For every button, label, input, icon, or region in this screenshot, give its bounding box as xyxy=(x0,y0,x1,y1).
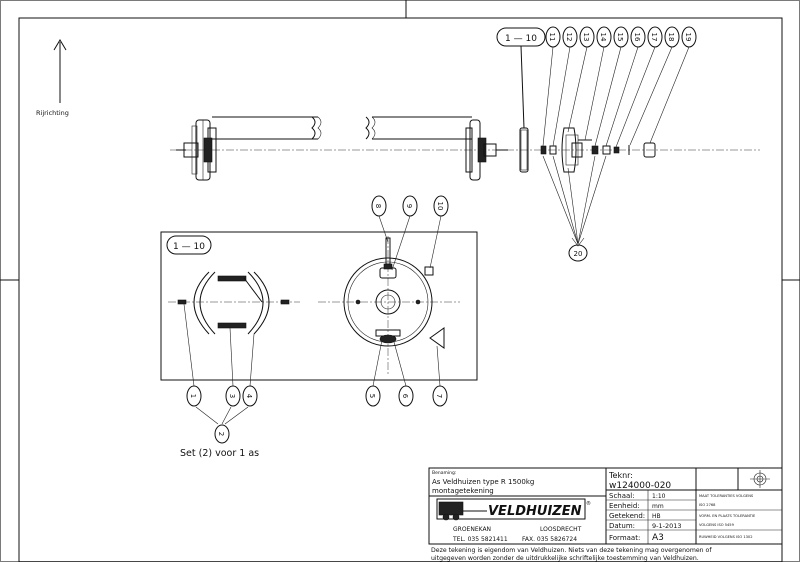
balloon-12: 12 xyxy=(552,26,578,147)
balloon-7: 7 xyxy=(432,345,448,407)
balloon-16: 16 xyxy=(605,26,646,147)
balloon-20-text: 20 xyxy=(574,250,583,258)
balloon-17-text: 17 xyxy=(650,33,658,42)
balloon-19: 19 xyxy=(649,26,697,144)
balloon-14-text: 14 xyxy=(599,33,607,42)
projection-symbol-icon xyxy=(750,470,770,488)
eenheid-value: mm xyxy=(652,503,664,510)
balloon-group-11-19: 11 12 13 14 15 16 17 xyxy=(542,26,697,148)
balloon-2-text: 2 xyxy=(217,432,225,436)
balloon-10: 10 xyxy=(429,195,449,269)
balloon-3: 3 xyxy=(225,327,241,407)
brake-backplate-drawing xyxy=(318,236,460,376)
city-right: LOOSDRECHT xyxy=(540,526,582,533)
balloon-5-text: 5 xyxy=(368,394,376,398)
footer-disclaimer-1: Deze tekening is eigendom van Veldhuizen… xyxy=(431,547,712,554)
phone-number: TEL. 035 5821411 xyxy=(452,536,508,543)
tolerance-line2-std: VOLGENS ISO 5459 xyxy=(699,523,735,527)
tolerance-line2: VORM- EN PLAATS TOLERANTIE xyxy=(699,514,756,518)
tekenr-label: Teknr: xyxy=(608,471,633,480)
datum-label: Datum: xyxy=(609,522,635,530)
balloon-11-text: 11 xyxy=(548,33,556,42)
schaal-label: Schaal: xyxy=(609,492,635,500)
balloon-range-top-text: 1 — 10 xyxy=(505,34,537,44)
balloon-6: 6 xyxy=(393,341,414,407)
schaal-value: 1:10 xyxy=(652,493,666,500)
balloon-19-text: 19 xyxy=(684,33,692,42)
balloon-4: 4 xyxy=(242,333,258,407)
balloon-9-text: 9 xyxy=(405,204,413,208)
balloon-1: 1 xyxy=(183,303,202,407)
axle-top-view xyxy=(170,116,760,181)
set-note: Set (2) voor 1 as xyxy=(180,448,259,459)
benaming-line2: montagetekening xyxy=(432,487,494,495)
tolerance-line3: RUWHEID VOLGENS ISO 1302 xyxy=(699,535,752,539)
balloon-10-text: 10 xyxy=(436,202,444,211)
direction-label: Rijrichting xyxy=(36,109,69,117)
benaming-line1: As Veldhuizen type R 1500kg xyxy=(432,478,534,486)
balloon-17: 17 xyxy=(615,26,663,148)
balloon-range-top: 1 — 10 xyxy=(496,27,546,129)
balloon-5: 5 xyxy=(365,339,383,407)
benaming-label: Benaming: xyxy=(432,470,456,476)
balloon-15: 15 xyxy=(594,26,629,147)
brake-shoes-drawing xyxy=(168,271,300,335)
balloon-13-text: 13 xyxy=(582,33,590,42)
balloon-11: 11 xyxy=(542,26,561,147)
title-block xyxy=(428,467,783,545)
footer-disclaimer-2: uitgegeven worden zonder de uitdrukkelij… xyxy=(431,555,699,562)
balloon-8-text: 8 xyxy=(374,204,382,208)
balloon-12-text: 12 xyxy=(565,33,573,42)
balloon-14: 14 xyxy=(584,26,612,141)
balloon-15-text: 15 xyxy=(616,33,624,42)
company-name: VELDHUIZEN xyxy=(488,504,582,519)
datum-value: 9-1-2013 xyxy=(652,522,682,530)
direction-arrow xyxy=(53,39,67,103)
balloon-2: 2 xyxy=(195,406,249,444)
balloon-16-text: 16 xyxy=(633,33,641,42)
balloon-18-text: 18 xyxy=(667,33,675,42)
getekend-label: Getekend: xyxy=(609,512,645,520)
registered-mark: ® xyxy=(586,500,591,507)
balloon-13: 13 xyxy=(567,26,595,133)
fax-number: FAX. 035 5826724 xyxy=(522,536,577,543)
city-left: GROENEKAN xyxy=(453,526,491,533)
balloon-range-left: 1 — 10 xyxy=(166,235,212,255)
brake-detail-panel xyxy=(160,231,478,381)
formaat-label: Formaat: xyxy=(609,534,640,542)
balloon-18: 18 xyxy=(629,26,680,146)
balloon-9: 9 xyxy=(391,195,418,271)
getekend-value: HB xyxy=(652,513,661,520)
balloon-7-text: 7 xyxy=(435,394,443,398)
balloon-20: 20 xyxy=(542,155,607,262)
balloon-1-text: 1 xyxy=(189,394,197,398)
tolerance-line1-std: ISO 2768 xyxy=(699,503,716,507)
formaat-value: A3 xyxy=(652,533,664,543)
tolerance-line1: MAAT TOLERANTIES VOLGENS xyxy=(699,494,754,498)
eenheid-label: Eenheid: xyxy=(609,502,640,510)
balloon-6-text: 6 xyxy=(401,394,409,399)
balloon-4-text: 4 xyxy=(245,394,253,399)
tekenr-value: w124000-020 xyxy=(609,481,671,491)
balloon-3-text: 3 xyxy=(228,394,236,398)
balloon-range-left-text: 1 — 10 xyxy=(173,242,205,252)
balloon-8: 8 xyxy=(371,195,389,243)
company-logo: VELDHUIZEN ® xyxy=(436,498,591,521)
